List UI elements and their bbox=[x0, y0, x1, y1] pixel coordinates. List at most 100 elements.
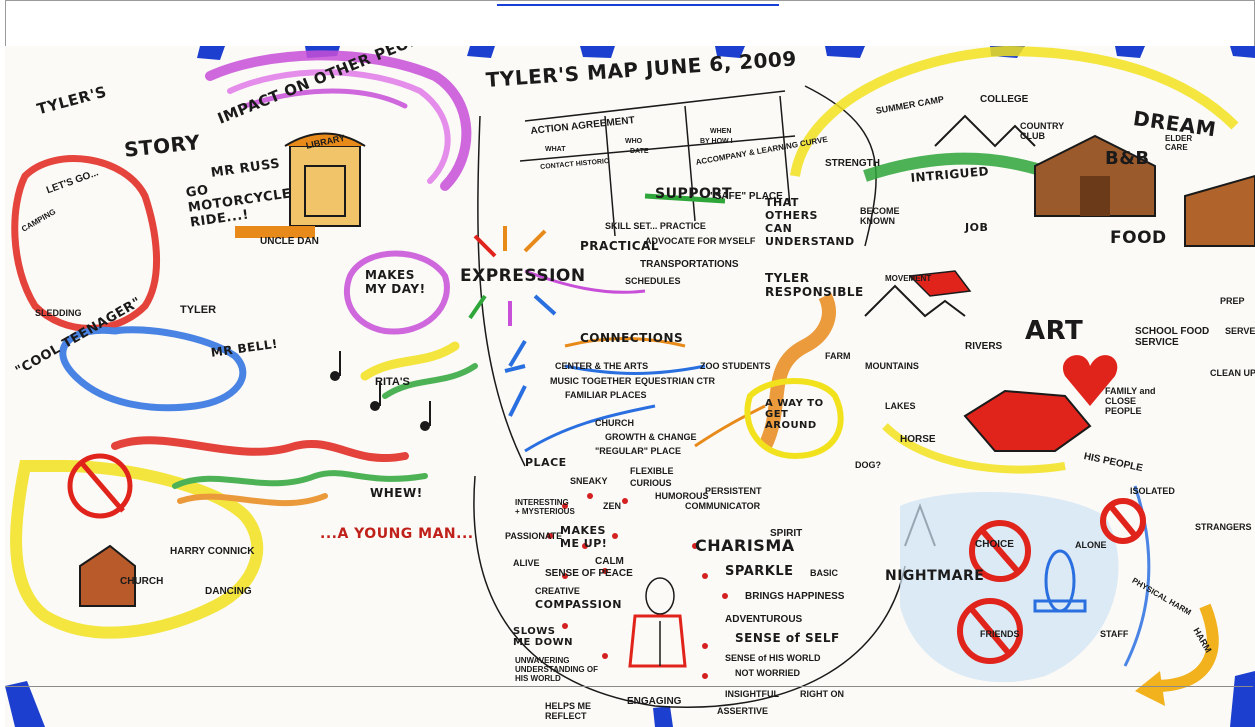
red-arrow-drawing bbox=[908, 270, 1092, 452]
gift-item: HELPS ME REFLECT bbox=[545, 701, 592, 721]
gift-item: ALIVE bbox=[513, 558, 540, 568]
a-way-road bbox=[758, 292, 836, 450]
college-label: COLLEGE bbox=[980, 94, 1029, 105]
church-drawing bbox=[79, 544, 136, 607]
young-man-label: ...A YOUNG MAN... bbox=[320, 526, 474, 542]
gift-item: SPARKLE bbox=[725, 564, 794, 579]
gift-item: MAKES ME UP! bbox=[560, 524, 608, 550]
gift-item: COMPASSION bbox=[535, 598, 622, 611]
friends-label: FRIENDS bbox=[980, 629, 1020, 639]
whew-label: WHEW! bbox=[370, 486, 423, 500]
music-notes bbox=[330, 351, 431, 431]
gift-item: ASSERTIVE bbox=[717, 706, 769, 716]
action-col-who: WHO bbox=[625, 138, 643, 145]
family-heart bbox=[1062, 355, 1118, 406]
connections-label: CONNECTIONS bbox=[580, 331, 684, 345]
nightmare-label: NIGHTMARE bbox=[885, 568, 985, 584]
action-col-byhow: BY HOW I bbox=[700, 138, 733, 145]
gift-item: SENSE of SELF bbox=[735, 631, 840, 645]
harry-connick-label: HARRY CONNICK bbox=[170, 546, 255, 557]
gift-item: INTERESTING + MYSTERIOUS bbox=[515, 498, 575, 516]
gift-item: CALM bbox=[595, 556, 624, 567]
growth-change-label: GROWTH & CHANGE bbox=[605, 432, 697, 442]
transportation-label: TRANSPORTATIONS bbox=[640, 259, 739, 270]
choice-label: CHOICE bbox=[975, 539, 1014, 550]
gift-item: SLOWS ME DOWN bbox=[513, 626, 573, 648]
rivers-label: RIVERS bbox=[965, 341, 1003, 352]
gift-item: RIGHT ON bbox=[800, 689, 844, 699]
food-label: FOOD bbox=[1110, 228, 1167, 248]
center-branches bbox=[524, 193, 766, 453]
mural-drawing bbox=[5, 46, 1255, 727]
gift-item: PASSIONATE bbox=[505, 531, 563, 541]
lakes-label: LAKES bbox=[885, 401, 916, 411]
gift-item: COMMUNICATOR bbox=[685, 501, 761, 511]
gifts-outline bbox=[473, 475, 906, 708]
gift-item: NOT WORRIED bbox=[735, 668, 800, 678]
harm-arrow bbox=[1154, 603, 1219, 692]
gift-item: SENSE OF PEACE bbox=[545, 568, 633, 579]
gift-item: SNEAKY bbox=[570, 476, 608, 486]
isolated-label: ISOLATED bbox=[1130, 486, 1175, 496]
library-drawing bbox=[235, 132, 366, 238]
window-frame bbox=[5, 0, 1255, 47]
gift-item: BASIC bbox=[810, 568, 839, 578]
uncle-dan-label: UNCLE DAN bbox=[260, 236, 319, 247]
gift-item: SENSE of HIS WORLD bbox=[725, 653, 821, 663]
alone-figure bbox=[1033, 549, 1087, 613]
prep-label: PREP bbox=[1220, 296, 1245, 306]
music-together-label: MUSIC TOGETHER bbox=[550, 376, 632, 386]
zoo-students-label: ZOO STUDENTS bbox=[700, 361, 771, 371]
country-club-label: COUNTRY CLUB bbox=[1020, 121, 1065, 141]
dancing-label: DANCING bbox=[205, 586, 252, 597]
centered-arts-label: CENTER & THE ARTS bbox=[555, 361, 649, 371]
place-label: PLACE bbox=[525, 456, 567, 469]
gift-item: CURIOUS bbox=[630, 478, 672, 488]
gift-item: ADVENTUROUS bbox=[725, 614, 803, 625]
alone-label: ALONE bbox=[1075, 540, 1107, 550]
no-symbols-nightmare bbox=[957, 498, 1146, 664]
harm-arrowhead bbox=[1135, 671, 1165, 706]
top-link[interactable] bbox=[497, 0, 779, 6]
support-label: SUPPORT bbox=[655, 186, 733, 202]
tyler-label: TYLER bbox=[180, 304, 217, 316]
movement-label: MOVEMENT bbox=[885, 274, 932, 283]
dog-label: DOG? bbox=[855, 460, 881, 470]
become-known-label: BECOME KNOWN bbox=[860, 206, 900, 226]
gift-item: INSIGHTFUL bbox=[725, 689, 779, 699]
mountains-label: MOUNTAINS bbox=[865, 361, 919, 371]
farm-label: FARM bbox=[825, 351, 851, 361]
action-col-when: WHEN bbox=[710, 128, 732, 135]
familiar-places-label: FAMILIAR PLACES bbox=[565, 390, 647, 400]
equestrian-label: EQUESTRIAN CTR bbox=[635, 376, 716, 386]
skill-set-label: SKILL SET... PRACTICE bbox=[605, 221, 706, 231]
practical-label: PRACTICAL bbox=[580, 239, 660, 253]
gift-item: CREATIVE bbox=[535, 586, 580, 596]
ritas-label: RITA'S bbox=[375, 376, 410, 388]
schedules-label: SCHEDULES bbox=[625, 276, 681, 286]
graphic-recording-board: TYLER'S MAP JUNE 6, 2009 ACTION AGREEMEN… bbox=[5, 46, 1255, 727]
school-food-label: SCHOOL FOOD SERVICE bbox=[1135, 326, 1210, 348]
others-understand-label: THAT OTHERS CAN UNDERSTAND bbox=[765, 196, 855, 248]
b-and-b-label: B&B bbox=[1105, 148, 1150, 169]
church-label: CHURCH bbox=[120, 576, 164, 587]
gift-item: ZEN bbox=[603, 501, 621, 511]
expression-arrows bbox=[468, 226, 557, 417]
elder-care-label: ELDER CARE bbox=[1165, 134, 1193, 152]
gift-item: UNWAVERING UNDERSTANDING OF HIS WORLD bbox=[515, 656, 598, 683]
tyler-responsible-label: TYLER RESPONSIBLE bbox=[765, 271, 864, 299]
action-col-date: DATE bbox=[630, 148, 649, 155]
gift-dots bbox=[547, 493, 728, 679]
gift-item: ENGAGING bbox=[627, 696, 682, 707]
horse-label: HORSE bbox=[900, 434, 936, 445]
barn-drawing bbox=[1034, 134, 1255, 247]
sledding-label: SLEDDING bbox=[35, 308, 82, 318]
church-center-label: CHURCH bbox=[595, 418, 634, 428]
gift-item: SPIRIT bbox=[770, 528, 803, 539]
strength-label: STRENGTH bbox=[825, 158, 880, 169]
expression-label: EXPRESSION bbox=[460, 266, 586, 286]
gift-item: BRINGS HAPPINESS bbox=[745, 591, 845, 602]
no-symbol-church bbox=[67, 453, 133, 519]
nightmare-bubble bbox=[900, 492, 1119, 683]
art-label: ART bbox=[1025, 316, 1084, 346]
